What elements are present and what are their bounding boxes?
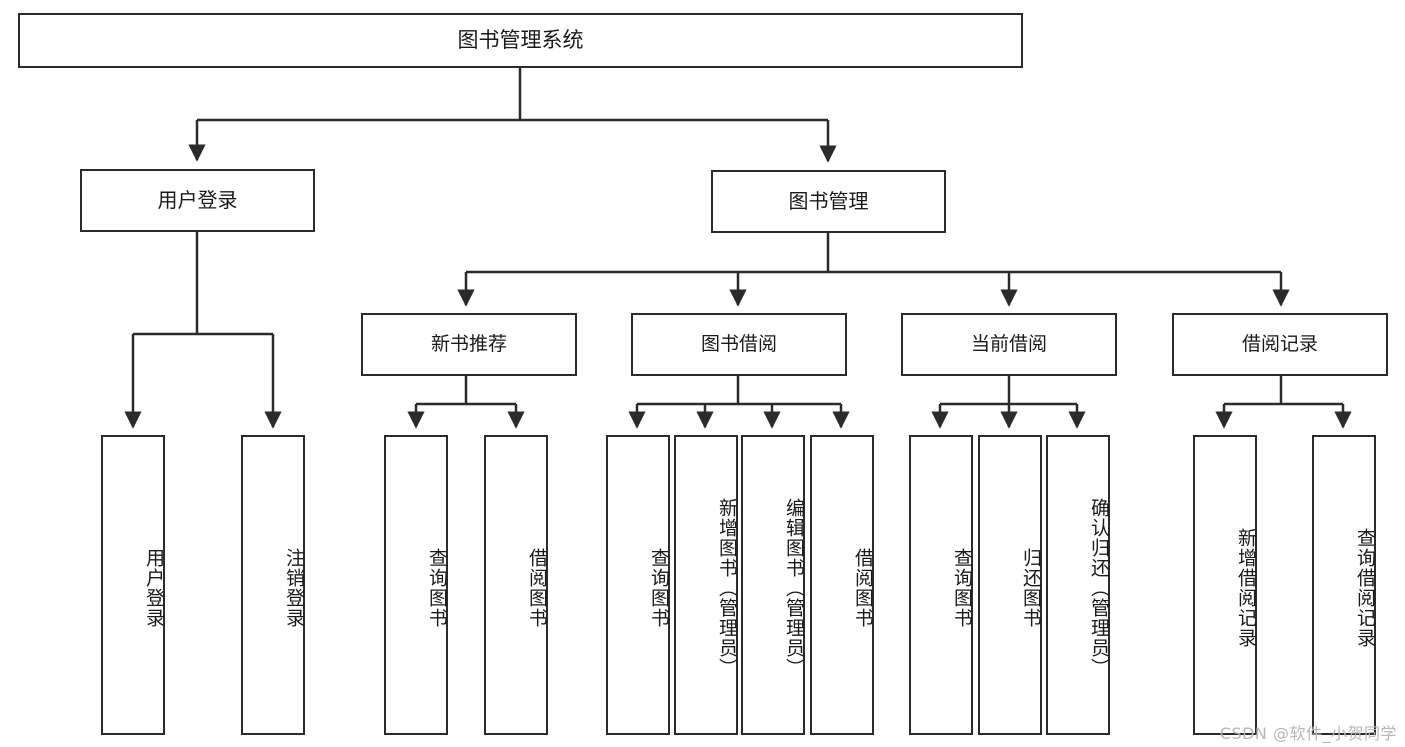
node-label: 注销登录 xyxy=(283,548,305,628)
leaf-query-book-recommend[interactable]: 查询图书 xyxy=(384,435,448,735)
node-label: 借阅记录 xyxy=(1241,332,1318,355)
node-label: 查询图书 xyxy=(951,548,973,628)
leaf-return-book[interactable]: 归还图书 xyxy=(978,435,1042,735)
node-label: 新书推荐 xyxy=(430,332,507,355)
node-user-login[interactable]: 用户登录 xyxy=(80,169,315,232)
node-label: 查询图书 xyxy=(648,548,670,628)
node-label: 用户登录 xyxy=(157,188,238,213)
node-label: 当前借阅 xyxy=(970,332,1047,355)
node-current-borrow[interactable]: 当前借阅 xyxy=(901,313,1117,376)
node-new-book-recommend[interactable]: 新书推荐 xyxy=(361,313,577,376)
node-book-borrow[interactable]: 图书借阅 xyxy=(631,313,847,376)
leaf-user-login[interactable]: 用户登录 xyxy=(101,435,165,735)
leaf-query-book-borrow[interactable]: 查询图书 xyxy=(606,435,670,735)
leaf-add-book-admin[interactable]: 新增图书（管理员） xyxy=(674,435,738,735)
node-label: 编辑图书（管理员） xyxy=(783,498,805,678)
leaf-borrow-book-recommend[interactable]: 借阅图书 xyxy=(484,435,548,735)
node-label: 图书借阅 xyxy=(700,332,777,355)
node-borrow-records[interactable]: 借阅记录 xyxy=(1172,313,1388,376)
node-label: 新增图书（管理员） xyxy=(716,498,738,678)
leaf-borrow-book[interactable]: 借阅图书 xyxy=(810,435,874,735)
watermark: CSDN @软件_小贺同学 xyxy=(1219,724,1397,743)
node-label: 确认归还（管理员） xyxy=(1088,498,1110,678)
leaf-confirm-return-admin[interactable]: 确认归还（管理员） xyxy=(1046,435,1110,735)
node-label: 新增借阅记录 xyxy=(1235,528,1257,648)
node-label: 用户登录 xyxy=(143,548,165,628)
leaf-edit-book-admin[interactable]: 编辑图书（管理员） xyxy=(741,435,805,735)
node-label: 借阅图书 xyxy=(526,548,548,628)
node-label: 查询借阅记录 xyxy=(1354,528,1376,648)
leaf-logout[interactable]: 注销登录 xyxy=(241,435,305,735)
node-root-system[interactable]: 图书管理系统 xyxy=(18,13,1023,68)
node-book-management[interactable]: 图书管理 xyxy=(711,170,946,233)
leaf-add-borrow-record[interactable]: 新增借阅记录 xyxy=(1193,435,1257,735)
node-label: 归还图书 xyxy=(1020,548,1042,628)
leaf-query-borrow-record[interactable]: 查询借阅记录 xyxy=(1312,435,1376,735)
node-label: 借阅图书 xyxy=(852,548,874,628)
node-label: 查询图书 xyxy=(426,548,448,628)
node-label: 图书管理 xyxy=(788,189,869,214)
node-label: 图书管理系统 xyxy=(457,27,584,52)
leaf-query-book-current[interactable]: 查询图书 xyxy=(909,435,973,735)
